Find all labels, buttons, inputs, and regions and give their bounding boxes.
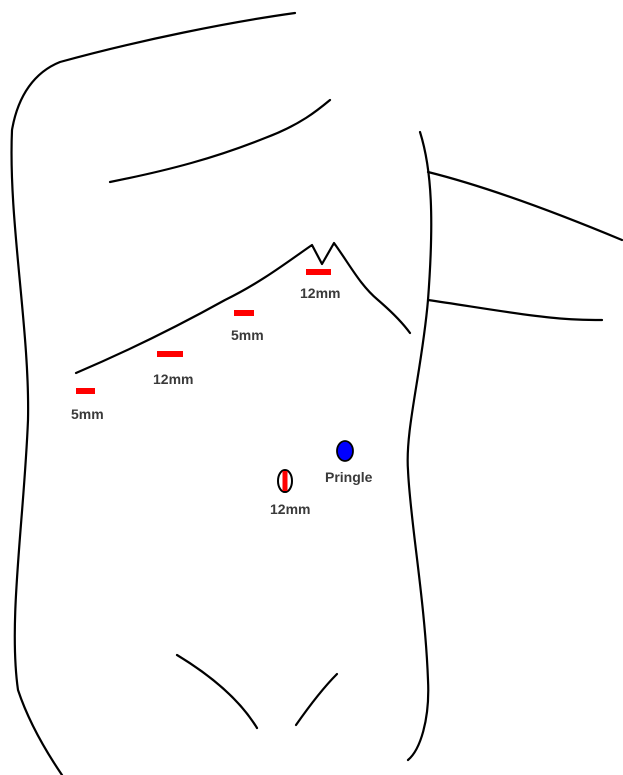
trocar-ports: 5mm 12mm 5mm 12mm 12mm Pringle bbox=[71, 269, 373, 517]
torso-outline bbox=[12, 13, 622, 775]
incision-mark bbox=[76, 388, 95, 394]
incision-mark bbox=[306, 269, 331, 275]
left-arm-upper-edge bbox=[428, 172, 622, 240]
right-flank-outline bbox=[408, 132, 432, 760]
right-groin-crease bbox=[296, 674, 337, 725]
pringle-port-marker bbox=[337, 441, 353, 461]
right-arm-outline bbox=[12, 13, 295, 775]
port-size-label: 12mm bbox=[300, 285, 340, 301]
port-size-label: 5mm bbox=[231, 327, 264, 343]
port-12mm-umbilical: 12mm bbox=[270, 470, 310, 517]
left-groin-crease bbox=[177, 655, 257, 728]
port-5mm-left: 5mm bbox=[71, 388, 104, 422]
incision-mark bbox=[157, 351, 183, 357]
costal-margin bbox=[76, 243, 410, 373]
incision-mark bbox=[283, 471, 288, 491]
port-pringle: Pringle bbox=[325, 441, 373, 485]
port-12mm-top: 12mm bbox=[300, 269, 340, 301]
port-5mm-mid: 5mm bbox=[231, 310, 264, 343]
incision-mark bbox=[234, 310, 254, 316]
port-size-label: 5mm bbox=[71, 406, 104, 422]
port-size-label: 12mm bbox=[270, 501, 310, 517]
port-12mm-left: 12mm bbox=[153, 351, 193, 387]
left-arm-lower-edge bbox=[428, 300, 602, 320]
upper-chest-fold bbox=[110, 100, 330, 182]
port-size-label: 12mm bbox=[153, 371, 193, 387]
port-size-label: Pringle bbox=[325, 469, 373, 485]
